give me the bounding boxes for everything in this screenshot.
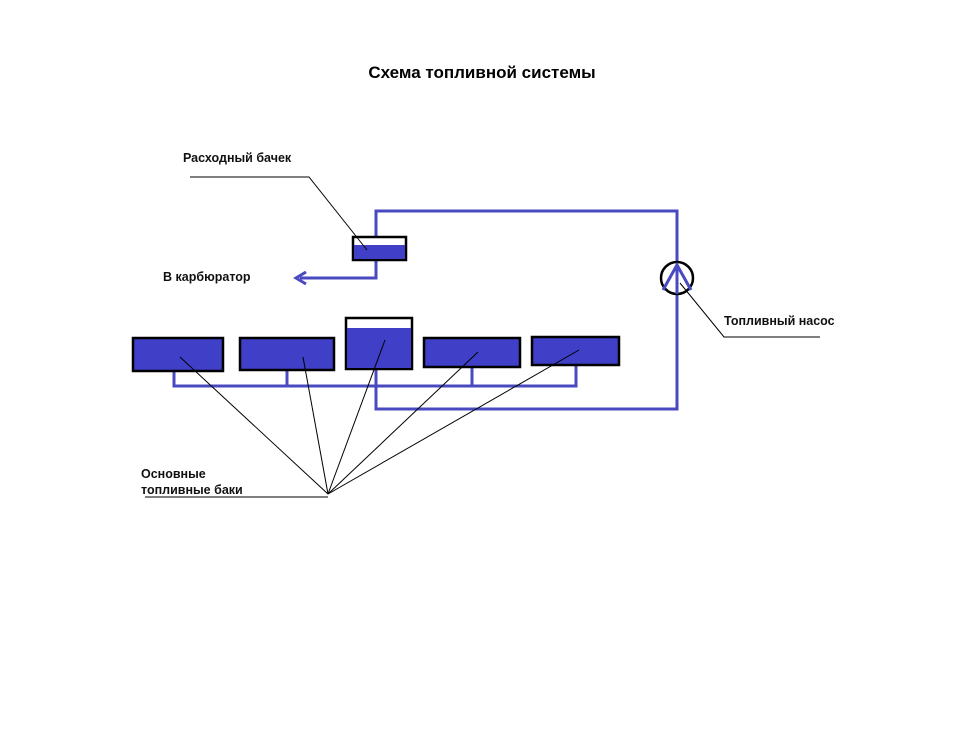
leader-fuel-pump (679, 282, 820, 338)
main-tank-2 (238, 336, 336, 372)
leader-main-tank-4 (327, 351, 479, 495)
fuel-pump (659, 260, 695, 296)
label-fuel-pump: Топливный насос (724, 314, 835, 328)
label-main-tanks-line1: Основные (141, 467, 206, 481)
arrow-to-carburetor-icon (293, 270, 307, 286)
pipe-pump-to-service-tank (374, 209, 679, 411)
leader-main-tank-1 (179, 356, 329, 495)
main-tank-3 (344, 316, 414, 371)
leader-main-tank-3 (327, 339, 386, 495)
leader-main-tank-2 (302, 356, 329, 495)
leader-service-tank (190, 176, 368, 251)
main-tank-3-fuel (347, 328, 411, 368)
label-main-tanks-line2: топливные баки (141, 483, 243, 497)
pipe-to-carburetor (300, 260, 378, 280)
leader-lines (145, 176, 820, 498)
main-fuel-tanks (131, 316, 621, 373)
main-tank-4 (422, 336, 522, 369)
label-service-tank: Расходный бачек (183, 151, 292, 165)
fuel-pipes (172, 209, 679, 411)
leader-main-tank-5 (327, 349, 580, 495)
service-tank (351, 235, 408, 262)
label-to-carburetor: В карбюратор (163, 270, 251, 284)
fuel-pump-arrow-icon (661, 261, 693, 294)
diagram-title: Схема топливной системы (368, 63, 595, 82)
service-tank-fuel (354, 245, 405, 259)
pipe-main-manifold (172, 366, 578, 388)
main-tank-1 (131, 336, 225, 373)
main-tank-5 (530, 335, 621, 367)
